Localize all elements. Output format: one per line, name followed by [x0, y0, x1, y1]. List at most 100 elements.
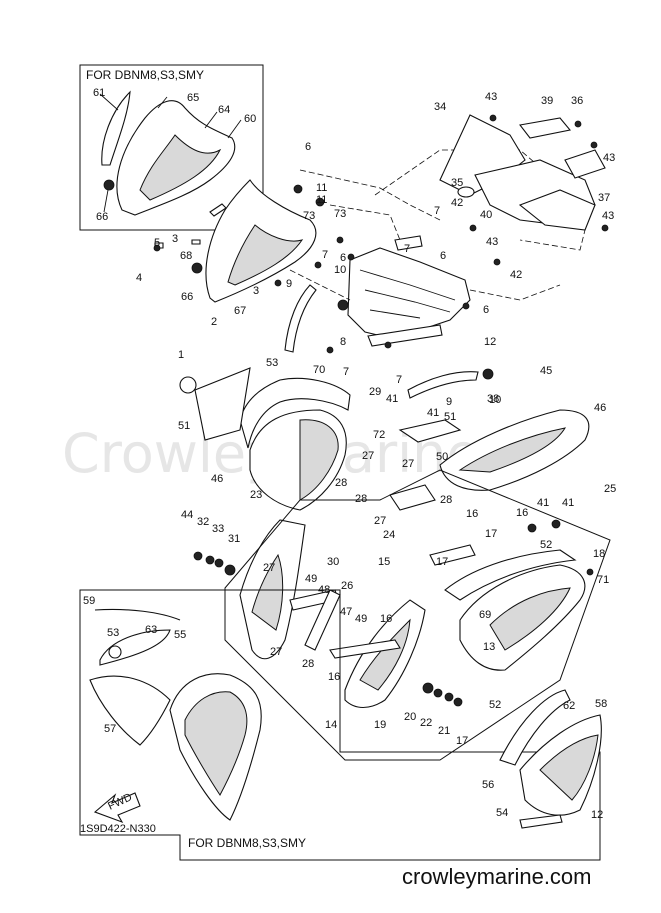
- inset-bottom-right: [499, 689, 602, 829]
- fwd-arrow: FWD: [93, 791, 141, 824]
- callout-11: 11: [316, 182, 327, 194]
- callout-8: 8: [340, 336, 346, 348]
- callout-47: 47: [340, 606, 352, 618]
- callout-6: 6: [483, 304, 489, 316]
- callout-30: 30: [327, 556, 339, 568]
- callout-15: 15: [378, 556, 390, 568]
- inset-bottom-left: [79, 589, 601, 861]
- callout-53: 53: [107, 627, 119, 639]
- callout-48: 48: [318, 584, 330, 596]
- callout-9: 9: [286, 278, 292, 290]
- callout-56: 56: [482, 779, 494, 791]
- callout-3: 3: [253, 285, 259, 297]
- callout-73: 73: [303, 210, 315, 222]
- callout-29: 29: [369, 386, 381, 398]
- assembly-outline: [224, 469, 611, 761]
- cowl-13-decal: [489, 587, 571, 651]
- callout-65: 65: [187, 92, 199, 104]
- top-right-parts: [439, 114, 609, 266]
- part-35-panel: [518, 189, 596, 231]
- callout-28: 28: [440, 494, 452, 506]
- side-cowl-70: [239, 377, 351, 449]
- callout-2: 2: [211, 316, 217, 328]
- callout-52: 52: [540, 539, 552, 551]
- callout-7: 7: [404, 243, 410, 255]
- callout-46: 46: [211, 473, 223, 485]
- part-56: [519, 814, 563, 829]
- callout-19: 19: [374, 719, 386, 731]
- panel-57: [89, 675, 171, 746]
- callout-40: 40: [480, 209, 492, 221]
- callout-10: 10: [489, 394, 501, 406]
- callout-41: 41: [386, 393, 398, 405]
- callout-35: 35: [451, 177, 463, 189]
- callout-63: 63: [145, 624, 157, 636]
- callout-4: 4: [136, 272, 142, 284]
- callout-60: 60: [244, 113, 256, 125]
- callout-6: 6: [305, 141, 311, 153]
- callout-7: 7: [322, 249, 328, 261]
- inset-top: FOR DBNM8,S3,SMY: [79, 64, 264, 231]
- callout-72: 72: [373, 429, 385, 441]
- strip-10-left: [284, 284, 317, 353]
- callout-67: 67: [234, 305, 246, 317]
- callout-66: 66: [96, 211, 108, 223]
- callout-37: 37: [598, 192, 610, 204]
- callout-43: 43: [602, 210, 614, 222]
- drawing-code: 1S9D422-N330: [80, 823, 156, 835]
- strip-58: [499, 689, 571, 766]
- inset-top-emblem: [103, 179, 115, 191]
- callout-43: 43: [485, 91, 497, 103]
- callout-17: 17: [436, 556, 448, 568]
- callout-27: 27: [362, 450, 374, 462]
- callout-12: 12: [484, 336, 496, 348]
- callout-51: 51: [178, 420, 190, 432]
- fasteners-center: [153, 184, 494, 380]
- callout-58: 58: [595, 698, 607, 710]
- emblem-53: [179, 376, 197, 394]
- cowl-55-decal: [184, 691, 248, 796]
- callout-62: 62: [563, 700, 575, 712]
- callout-22: 22: [420, 717, 432, 729]
- callout-54: 54: [496, 807, 508, 819]
- callout-27: 27: [270, 646, 282, 658]
- callout-42: 42: [451, 197, 463, 209]
- inset-bottom-frame: [79, 589, 601, 861]
- callout-5: 5: [154, 237, 160, 249]
- callout-49: 49: [305, 573, 317, 585]
- callout-33: 33: [212, 523, 224, 535]
- callout-17: 17: [456, 735, 468, 747]
- callout-16: 16: [328, 671, 340, 683]
- callout-45: 45: [540, 365, 552, 377]
- callout-39: 39: [541, 95, 553, 107]
- inset-top-frame: [79, 64, 264, 231]
- callout-41: 41: [562, 497, 574, 509]
- callout-46: 46: [594, 402, 606, 414]
- strip-59: [94, 608, 181, 621]
- callout-41: 41: [427, 407, 439, 419]
- inset-top-strip: [101, 90, 131, 166]
- side-cowl: [179, 367, 351, 511]
- cowl-54-decal: [539, 734, 599, 801]
- callout-7: 7: [396, 374, 402, 386]
- part-39-strip: [519, 117, 572, 139]
- cowl-24-decal: [251, 553, 284, 631]
- callout-12: 12: [591, 809, 603, 821]
- callout-52: 52: [489, 699, 501, 711]
- callout-20: 20: [404, 711, 416, 723]
- callout-21: 21: [438, 725, 450, 737]
- inset-top-decal: [139, 134, 222, 201]
- callout-11: 11: [316, 194, 327, 206]
- callout-16: 16: [380, 613, 392, 625]
- callout-50: 50: [436, 451, 448, 463]
- callout-59: 59: [83, 595, 95, 607]
- lower-right-cowl: [429, 519, 594, 671]
- callout-69: 69: [479, 609, 491, 621]
- callout-43: 43: [603, 152, 615, 164]
- callout-31: 31: [228, 533, 240, 545]
- callout-28: 28: [355, 493, 367, 505]
- part-50: [398, 419, 462, 443]
- callout-64: 64: [218, 104, 230, 116]
